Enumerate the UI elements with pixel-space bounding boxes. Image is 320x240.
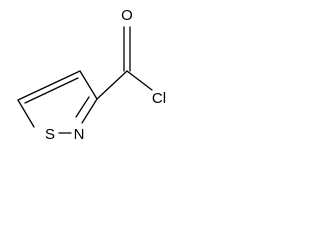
sulfur-atom-label: S bbox=[45, 126, 55, 143]
chemical-structure-diagram: O Cl S N bbox=[17, 7, 166, 143]
bond-c4-c5 bbox=[17, 70, 81, 101]
bond-lines bbox=[17, 26, 153, 134]
bond-acyl-cl bbox=[126, 70, 153, 91]
bond-c4-c5-inner bbox=[24, 77, 79, 104]
bond-c3-acyl bbox=[96, 70, 128, 100]
bond-c5-s1 bbox=[17, 99, 35, 128]
nitrogen-atom-label: N bbox=[74, 126, 85, 143]
oxygen-atom-label: O bbox=[121, 7, 133, 24]
bond-c3-c4 bbox=[79, 70, 98, 100]
chlorine-atom-label: Cl bbox=[152, 90, 166, 107]
bond-n2-c3 bbox=[81, 98, 98, 124]
structure-canvas: O Cl S N bbox=[0, 0, 174, 153]
bond-n2-c3-inner bbox=[75, 96, 90, 118]
